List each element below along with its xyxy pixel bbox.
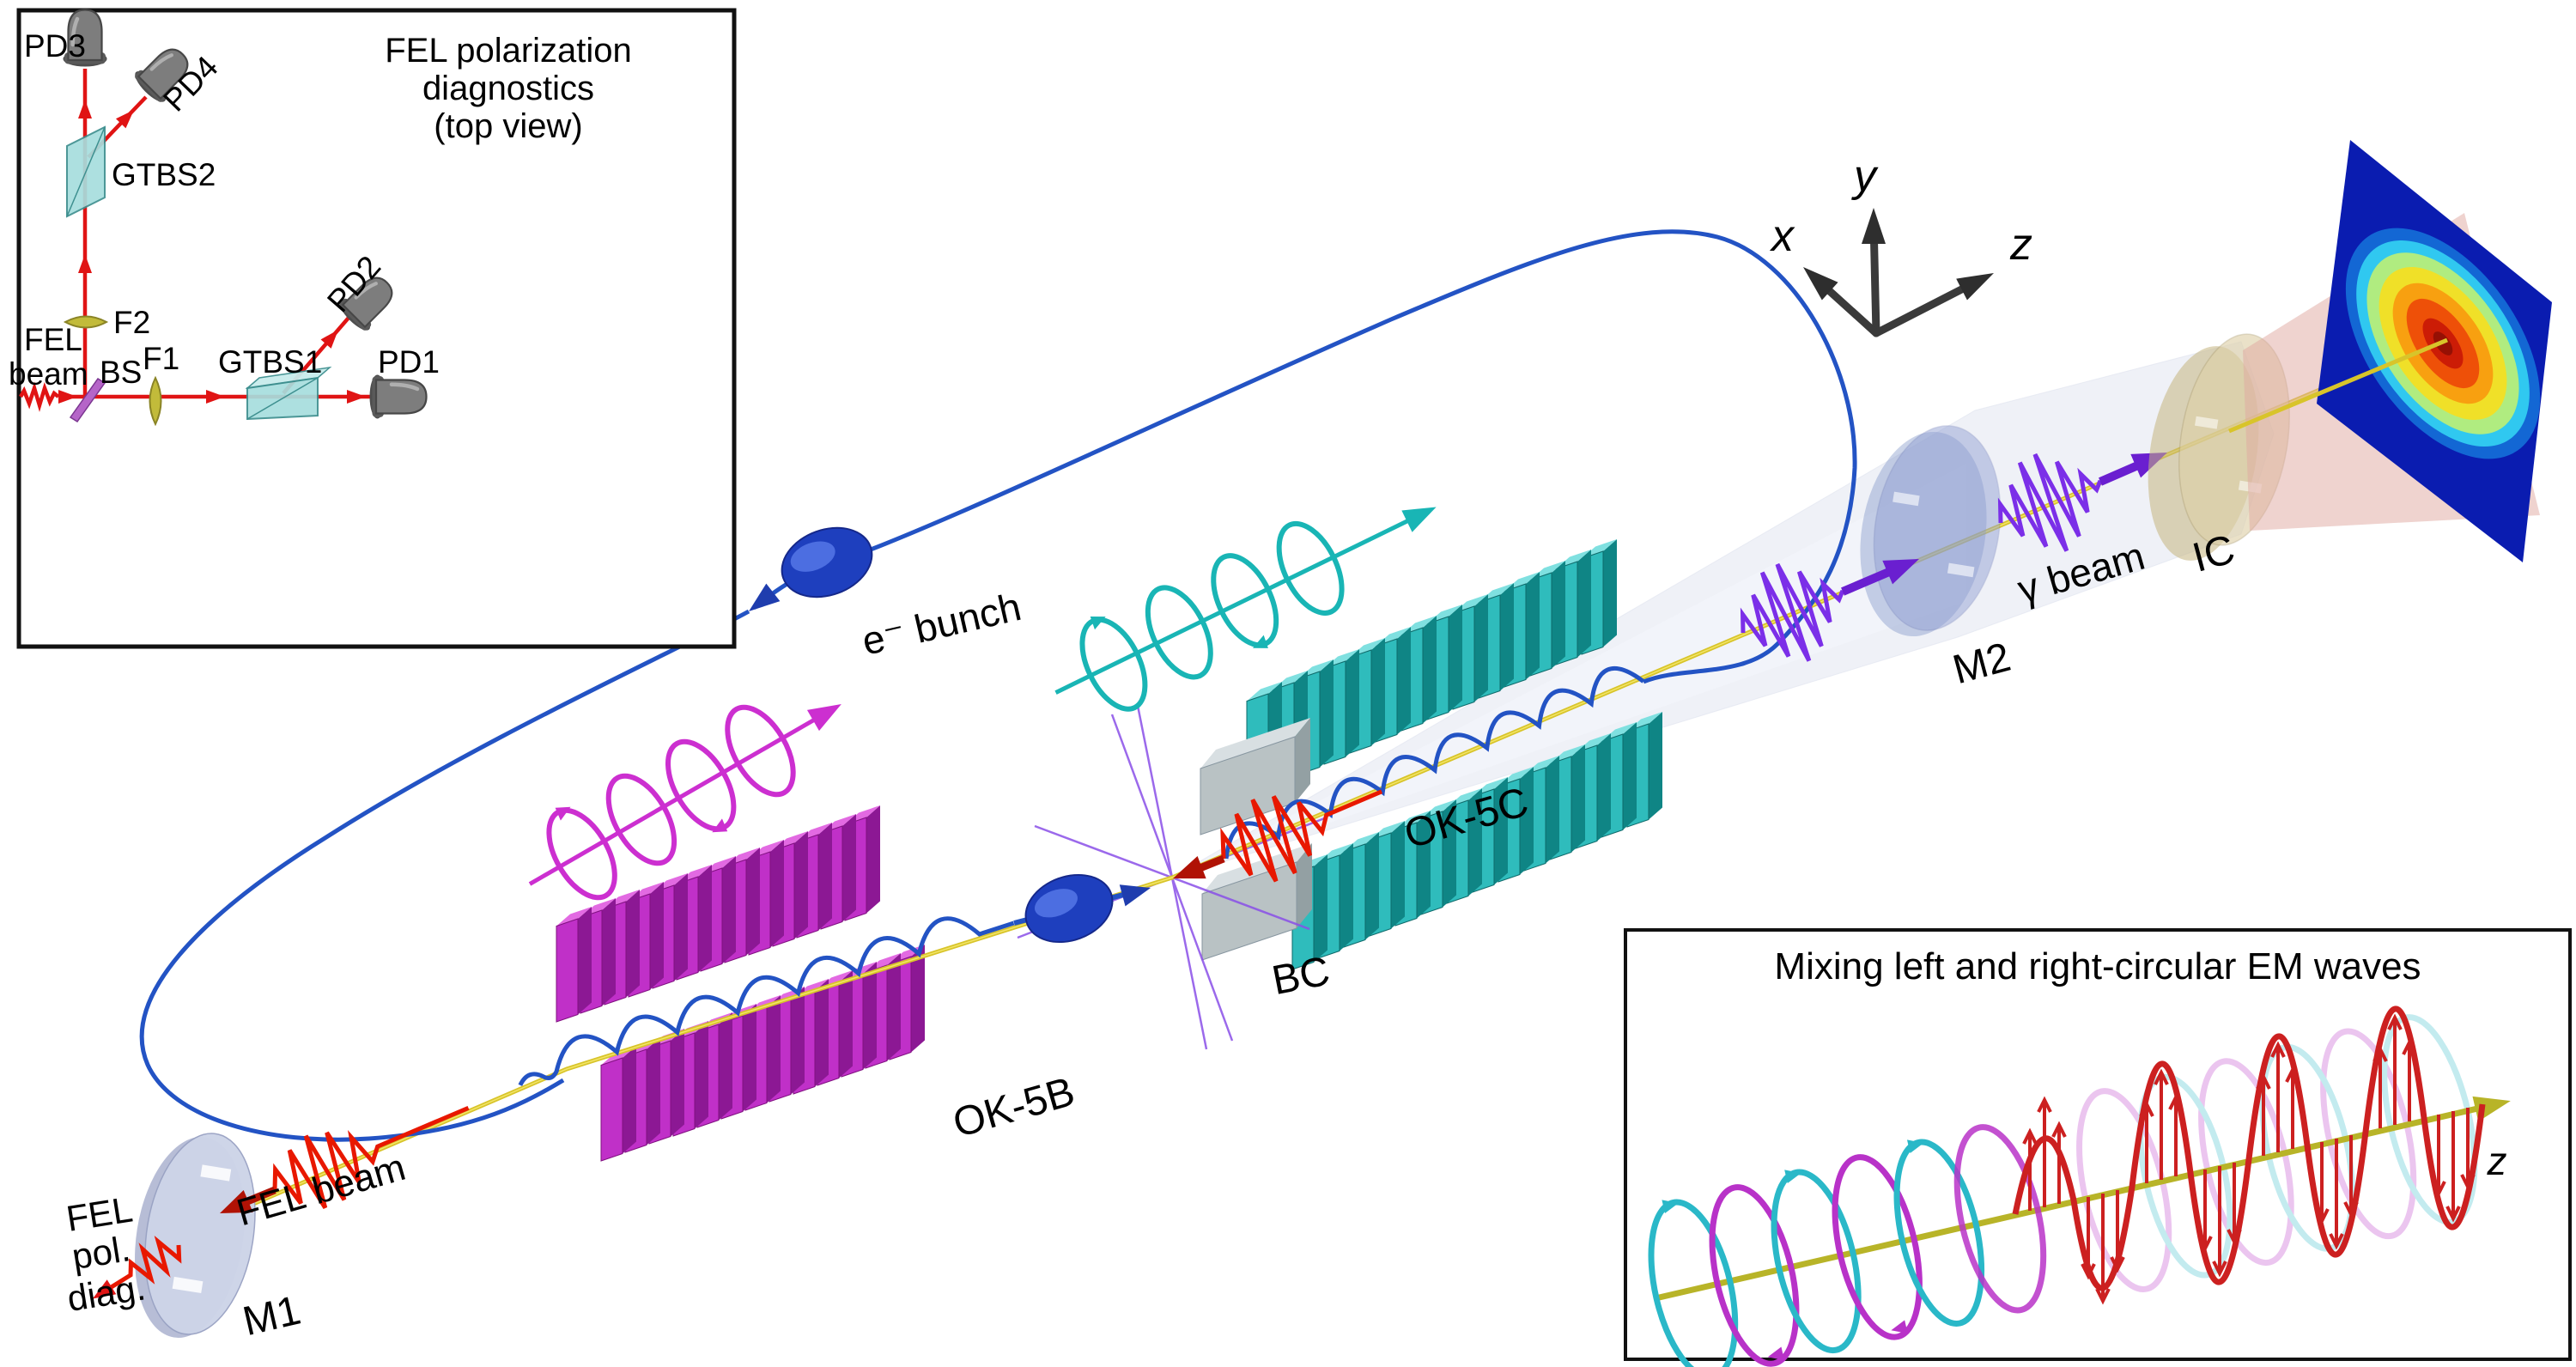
diagnostics-inset: FEL polarization diagnostics (top view) … (9, 10, 737, 649)
axis-y-label: y (1851, 151, 1879, 201)
inset-title-1: FEL polarization (385, 32, 632, 70)
mixing-field-arrows (2022, 1013, 2476, 1305)
electron-loop-dome (752, 229, 1857, 684)
profile-screen (2228, 140, 2552, 562)
m1-label: M1 (239, 1288, 305, 1346)
axis-x-label: x (1769, 211, 1795, 261)
helix-ok5b (528, 704, 841, 901)
mixing-ring-arrows (1662, 1139, 1924, 1361)
bc-label: BC (1268, 948, 1334, 1004)
inset-title-2: diagnostics (422, 70, 594, 107)
helix-ok5c-arrowhead (1401, 507, 1437, 532)
e-bunch-label: e⁻ bunch (858, 584, 1025, 664)
electron-bunch-1 (781, 526, 873, 598)
electron-loop-left (139, 609, 750, 1142)
gtbs2-label: GTBS2 (112, 157, 216, 192)
gtbs2-cube (66, 125, 106, 218)
fel-label-2: beam (9, 356, 88, 392)
mirror-m2 (1860, 425, 2002, 637)
fel-arrowhead-bc (1173, 856, 1206, 879)
helix-ok5b-arrowhead (806, 704, 841, 732)
axis-y-arrowhead (1862, 208, 1886, 244)
axis-x-arrowhead (1803, 267, 1838, 301)
axis-z-label: z (2009, 220, 2032, 270)
mixing-helices (1648, 1014, 2511, 1367)
inset-beam-arrowheads (58, 100, 366, 404)
gtbs1-label: GTBS1 (218, 344, 322, 380)
electron-bunch-2 (1024, 873, 1114, 944)
e-trajectory-ok5b (518, 916, 1015, 1086)
detector-pd1 (370, 375, 427, 419)
fel-arrowhead-m1 (220, 1190, 253, 1213)
axis-z-arrowhead (1956, 273, 1994, 301)
gamma-pulse-1 (1740, 562, 1845, 662)
mirror-m1 (135, 1133, 256, 1338)
e-trajectory-ok5c (1224, 665, 1645, 860)
f1-label: F1 (143, 341, 179, 376)
gamma-arrow-1-shaft (1841, 568, 1891, 596)
fel-pulse-bc (1173, 789, 1383, 883)
fel-pol-diag-label-2: pol. (70, 1228, 133, 1277)
gtbs1-cube (245, 366, 332, 421)
beam-axis-into-screen (2228, 337, 2448, 434)
beam-splitter-bs (69, 377, 106, 423)
pd3-label: PD3 (24, 28, 86, 64)
mixing-z-label: z (2487, 1139, 2507, 1183)
e-bunch-arrowhead (749, 583, 781, 611)
mixing-inset: Mixing left and right-circular EM waves (1624, 928, 2572, 1367)
pd1-label: PD1 (378, 344, 440, 380)
fel-pol-diag-beam (92, 1235, 182, 1299)
e-arrowhead-to-bc (1119, 884, 1151, 907)
helix-ok5c (1054, 507, 1437, 712)
gamma-arrowhead-1 (1882, 559, 1919, 585)
ok5b-label: OK-5B (948, 1069, 1079, 1147)
lens-f1 (149, 375, 162, 427)
coordinate-axes: y x z (1769, 151, 2032, 337)
inset-title-3: (top view) (434, 107, 582, 145)
buncher-bc (1200, 718, 1312, 961)
bs-label: BS (100, 355, 142, 390)
f2-label: F2 (113, 305, 150, 340)
lens-f2 (63, 315, 109, 329)
mixing-title: Mixing left and right-circular EM waves (1774, 945, 2421, 987)
fel-pulse-m1 (220, 1105, 470, 1213)
fel-label-1: FEL (24, 322, 82, 357)
m2-label: M2 (1948, 635, 2015, 693)
